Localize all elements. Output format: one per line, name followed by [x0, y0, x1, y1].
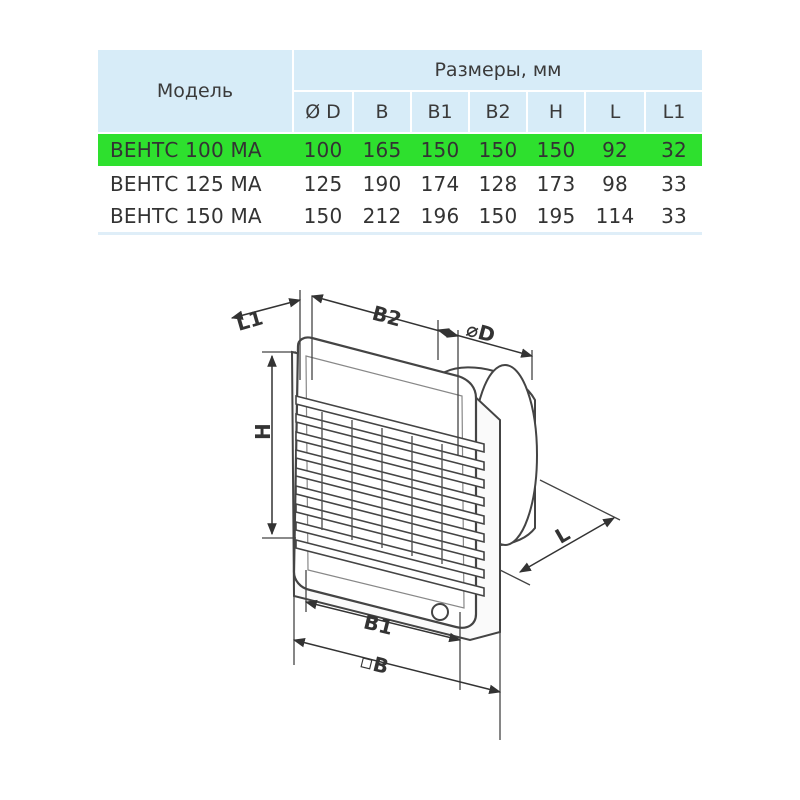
dimension-lines	[230, 294, 616, 695]
row-model-name: ВЕНТС 125 МА	[110, 172, 262, 196]
row-value: 98	[602, 172, 628, 196]
row-value: 114	[595, 204, 635, 228]
column-header-d: Ø D	[305, 101, 341, 123]
table-bottom-rule	[98, 232, 702, 235]
row-value: 174	[420, 172, 460, 196]
row-value: 150	[478, 204, 518, 228]
row-value: 92	[602, 138, 628, 162]
column-header-l: L	[609, 101, 621, 123]
label-d: ⌀D	[464, 317, 498, 348]
fan-dimension-drawing: L1 B2 ⌀D H L B1 ▫B	[230, 290, 621, 740]
row-value: 128	[478, 172, 518, 196]
dim-line-d	[436, 328, 534, 358]
dim-line-b1	[304, 599, 462, 643]
row-model-name: ВЕНТС 150 МА	[110, 204, 262, 228]
row-value: 196	[420, 204, 460, 228]
column-header-b: B	[375, 101, 389, 123]
highlighted-row-bg	[98, 134, 702, 166]
dim-line-b	[292, 637, 502, 695]
fan-inner-grill	[321, 412, 443, 564]
row-value: 173	[536, 172, 576, 196]
fan-louvres	[295, 394, 485, 598]
model-header-bg	[98, 50, 292, 132]
fan-switch-knob	[431, 603, 449, 621]
row-value: 125	[303, 172, 343, 196]
row-value: 212	[362, 204, 402, 228]
row-value: 100	[303, 138, 343, 162]
dimensions-table: Модель Размеры, мм Ø D B B1 B2 H L L1 ВЕ…	[98, 50, 702, 235]
group-header-bg	[294, 50, 702, 90]
column-header-h: H	[548, 101, 564, 123]
column-header-bg	[294, 92, 702, 132]
column-header-b2: B2	[485, 101, 511, 123]
fan-body	[290, 336, 501, 642]
label-l: L	[551, 521, 574, 548]
row-value: 150	[303, 204, 343, 228]
row-value: 165	[362, 138, 402, 162]
dim-line-b2	[310, 294, 460, 338]
model-column-header: Модель	[156, 80, 234, 102]
row-value: 33	[661, 204, 687, 228]
column-header-b1: B1	[427, 101, 453, 123]
label-b: ▫B	[357, 648, 391, 678]
row-value: 33	[661, 172, 687, 196]
label-b2: B2	[370, 301, 404, 332]
row-value: 150	[478, 138, 518, 162]
row-model-name: ВЕНТС 100 МА	[110, 138, 262, 162]
row-value: 150	[420, 138, 460, 162]
dim-line-l1	[230, 298, 302, 320]
row-value: 190	[362, 172, 402, 196]
row-value: 195	[536, 204, 576, 228]
dim-line-l	[518, 517, 616, 573]
row-value: 150	[536, 138, 576, 162]
dimensions-group-header: Размеры, мм	[434, 59, 562, 81]
row-value: 32	[661, 138, 687, 162]
column-header-l1: L1	[662, 101, 686, 123]
label-h: H	[251, 423, 275, 440]
